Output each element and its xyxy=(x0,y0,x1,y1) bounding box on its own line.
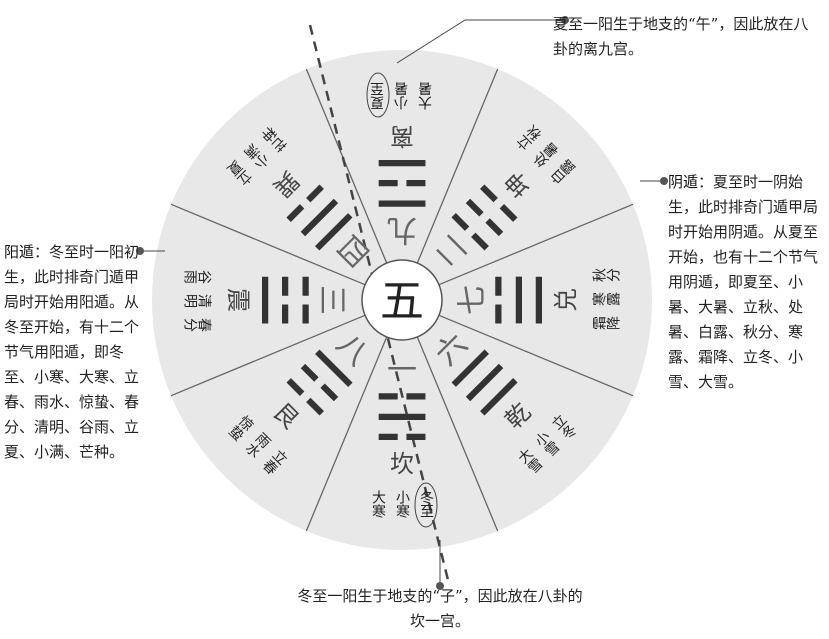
solar-term: 霜降 xyxy=(592,316,620,332)
sector-divider xyxy=(438,203,634,286)
bottom-leader-dot xyxy=(436,582,444,590)
sector-divider xyxy=(170,314,366,397)
solar-term: 小寒 xyxy=(394,490,410,518)
trigram-symbol: ☲ xyxy=(373,144,430,218)
palace-number: 一 xyxy=(387,353,417,388)
solstice-axis-dashed xyxy=(308,24,450,581)
summer-solstice-note: 夏至一阳生于地支的“午”，因此放在八卦的离九宫。 xyxy=(553,15,809,58)
top-leader-dot xyxy=(561,16,569,24)
solar-term: 冬至 xyxy=(418,490,434,518)
solar-term: 大暑 xyxy=(418,81,434,110)
highlight-ellipse xyxy=(414,482,438,528)
yin-dun-note: 阴遁：夏至时一阴始生，此时排奇门遁甲局时开始用阴遁。从夏至开始，也有十二个节气用… xyxy=(668,170,828,395)
trigram-symbol: ☱ xyxy=(484,271,558,328)
palace-number: 三 xyxy=(314,285,349,315)
solar-term: 谷雨 xyxy=(183,268,212,284)
solar-term: 小暑 xyxy=(394,81,410,110)
palace-sector-震: 三☳震春分 清明 谷雨 xyxy=(183,268,349,332)
yin-dun-title: 阴遁 xyxy=(668,173,699,191)
highlight-ellipse xyxy=(366,72,390,118)
palace-number: 七 xyxy=(455,285,490,315)
sector-divider xyxy=(170,203,366,286)
yang-dun-text: ：冬至时一阳初生，此时排奇门遁甲局时开始用阳遁。从冬至开始，有十二个节气用阳遁，… xyxy=(4,243,140,461)
sector-divider xyxy=(416,68,499,264)
solar-term: 秋分 xyxy=(592,268,621,284)
sector-divider xyxy=(416,336,499,532)
winter-solstice-note: 冬至一阳生于地支的“子”，因此放在八卦的坎一宫。 xyxy=(297,587,583,630)
top-leader-line xyxy=(396,19,565,64)
trigram-symbol: ☳ xyxy=(246,271,320,328)
trigram-name: 坎 xyxy=(390,450,414,478)
trigram-name: 震 xyxy=(224,288,252,312)
solar-term: 寒露 xyxy=(591,292,621,308)
sector-dividers xyxy=(170,68,634,532)
center-label: 五 xyxy=(380,276,424,327)
center-circle xyxy=(361,259,443,341)
trigram-name: 离 xyxy=(390,122,414,150)
trigram-name: 兑 xyxy=(552,288,580,312)
yang-dun-note: 阳遁：冬至时一阳初生，此时排奇门遁甲局时开始用阳遁。从冬至开始，有十二个节气用阳… xyxy=(4,240,144,465)
solar-term: 清明 xyxy=(183,292,212,308)
solar-term: 夏至 xyxy=(370,82,386,110)
sector-divider xyxy=(438,314,634,397)
sector-divider xyxy=(305,68,388,264)
trigram-symbol: ☵ xyxy=(373,382,430,456)
yin-dun-text: ：夏至时一阴始生，此时排奇门遁甲局时开始用阴遁。从夏至开始，也有十二个节气用阴遁… xyxy=(668,173,819,391)
palace-number: 九 xyxy=(387,212,417,247)
palace-sector-离: 九☲离夏至小暑大暑 xyxy=(366,72,434,247)
left-leader-dot xyxy=(136,247,144,255)
yang-dun-title: 阳遁 xyxy=(4,243,35,261)
solar-term: 春分 xyxy=(183,316,212,332)
solar-term: 大寒 xyxy=(370,490,386,518)
right-leader-dot xyxy=(660,177,668,185)
sector-divider xyxy=(305,336,388,532)
